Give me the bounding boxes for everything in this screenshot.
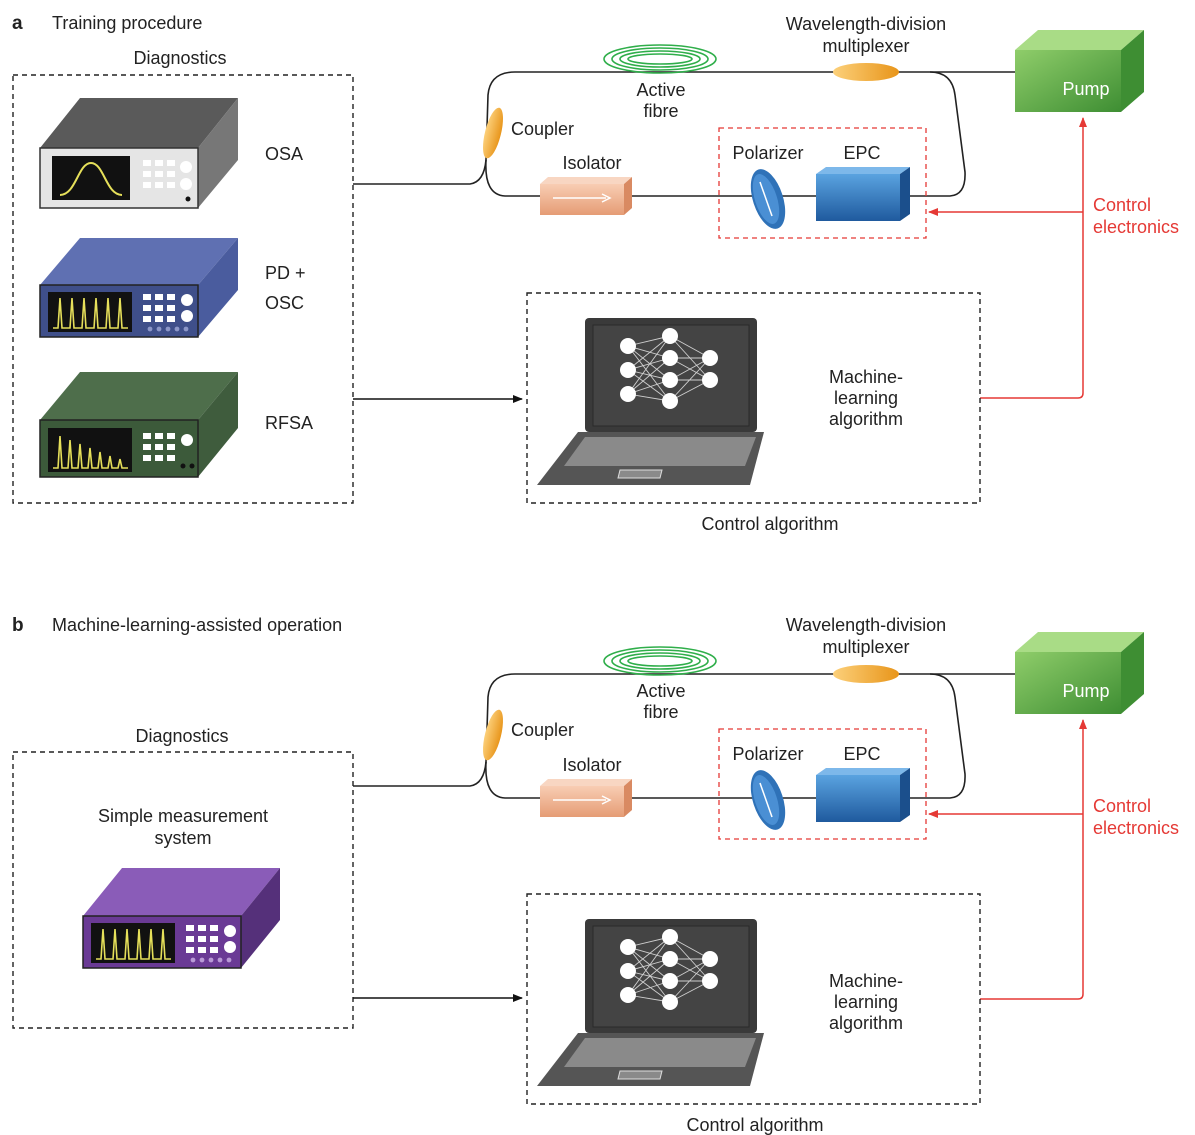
pump-label: Pump [1062,681,1109,701]
simple-system-label-line2: system [154,828,211,848]
pd-osc-label-line2: OSC [265,293,304,313]
laptop-icon [537,919,764,1086]
polarization-control-box [718,127,927,239]
fibre-loop-path [485,673,966,799]
isolator-label: Isolator [562,153,621,173]
wdm-label-line2: multiplexer [822,36,909,56]
isolator-component [540,177,632,215]
panel-a: a Training procedure Diagnostics OSA [12,13,1179,534]
control-algorithm-label: Control algorithm [701,514,838,534]
pd-osc-instrument [39,238,238,338]
fibre-loop-path [485,71,966,197]
pd-osc-label-line1: PD + [265,263,306,283]
control-to-pump-arrow [980,117,1087,399]
ml-label-line2: learning [834,992,898,1012]
wdm-component [833,665,899,683]
osa-instrument [39,98,238,209]
ml-label-line1: Machine- [829,971,903,991]
laptop-icon [537,318,764,485]
pump-label: Pump [1062,79,1109,99]
diagnostics-title: Diagnostics [135,726,228,746]
simple-system-label-line1: Simple measurement [98,806,268,826]
polarizer-component [750,770,786,830]
control-to-pump-arrow [980,719,1087,1000]
epc-component [816,768,910,822]
pump-component [1015,30,1144,112]
polarization-control-box [718,728,927,840]
ml-label-line3: algorithm [829,1013,903,1033]
polarizer-label: Polarizer [732,744,803,764]
epc-component [816,167,910,221]
coupler-label: Coupler [511,720,574,740]
osa-label: OSA [265,144,303,164]
ml-label-line1: Machine- [829,367,903,387]
panel-a-letter: a [12,13,23,34]
simple-measurement-instrument [82,868,280,969]
diagnostics-title: Diagnostics [133,48,226,68]
control-algorithm-box [526,292,981,504]
control-electronics-label-line2: electronics [1093,217,1179,237]
pump-component [1015,632,1144,714]
epc-label: EPC [843,744,880,764]
panel-b: b Machine-learning-assisted operation Di… [12,615,1179,1135]
active-fibre-label-line2: fibre [643,702,678,722]
diagnostics-box [12,751,354,1029]
control-electronics-label-line1: Control [1093,796,1151,816]
diagnostics-box [12,74,354,504]
active-fibre-label-line2: fibre [643,101,678,121]
ml-label-line3: algorithm [829,409,903,429]
panel-b-letter: b [12,615,24,636]
rfsa-label: RFSA [265,413,313,433]
coupler-label: Coupler [511,119,574,139]
coupler-component [483,709,503,761]
isolator-label: Isolator [562,755,621,775]
active-fibre-coil [603,44,717,74]
isolator-component [540,779,632,817]
panel-b-title: Machine-learning-assisted operation [52,615,342,635]
wdm-label-line2: multiplexer [822,637,909,657]
control-electronics-label-line2: electronics [1093,818,1179,838]
wdm-label-line1: Wavelength-division [786,615,946,635]
wdm-component [833,63,899,81]
panel-a-title: Training procedure [52,13,202,33]
ml-label-line2: learning [834,388,898,408]
polarizer-label: Polarizer [732,143,803,163]
polarizer-component [750,169,786,229]
coupler-component [483,107,503,159]
wdm-label-line1: Wavelength-division [786,14,946,34]
control-algorithm-label: Control algorithm [686,1115,823,1135]
rfsa-instrument [39,372,238,478]
active-fibre-label-line1: Active [636,80,685,100]
epc-label: EPC [843,143,880,163]
control-algorithm-box [526,893,981,1105]
control-electronics-label-line1: Control [1093,195,1151,215]
active-fibre-coil [603,646,717,676]
active-fibre-label-line1: Active [636,681,685,701]
